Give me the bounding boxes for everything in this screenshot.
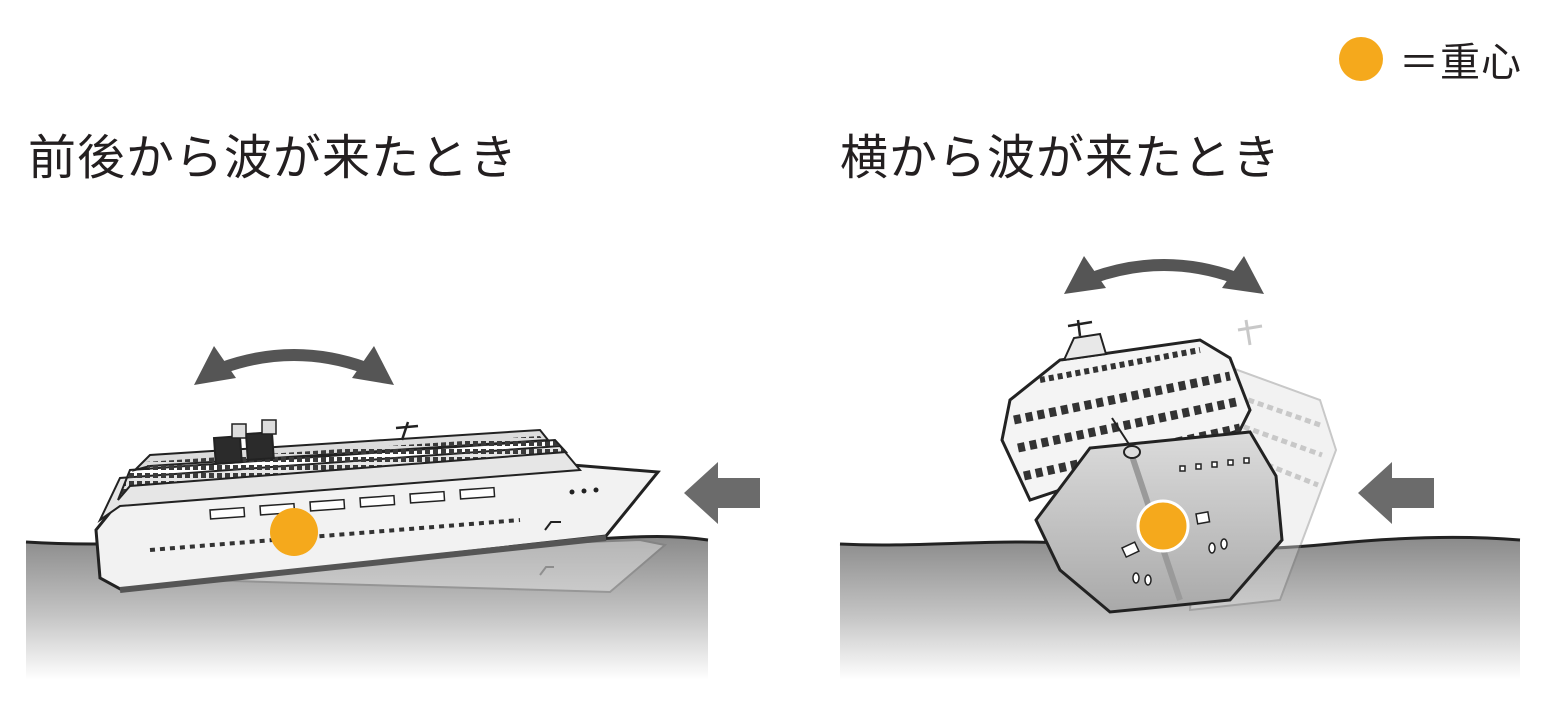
center-of-gravity-right xyxy=(1136,499,1190,553)
wave-direction-arrow-left xyxy=(684,462,760,524)
legend-label: ＝重心 xyxy=(1399,40,1522,86)
roll-motion-arrow xyxy=(1064,256,1264,294)
cruise-ship-pitching xyxy=(94,419,661,593)
panel-roll xyxy=(839,256,1521,680)
wave-direction-arrow-right xyxy=(1358,462,1434,524)
legend: ＝重心 xyxy=(1339,30,1522,88)
panel-pitch xyxy=(25,346,760,680)
center-of-gravity-left xyxy=(270,508,318,556)
center-of-gravity-marker-legend xyxy=(1339,37,1383,81)
pitch-motion-arrow xyxy=(194,346,394,385)
panel-title-roll: 横から波が来たとき xyxy=(840,130,1282,186)
panel-title-pitch: 前後から波が来たとき xyxy=(28,130,519,186)
water-right xyxy=(840,537,1520,680)
